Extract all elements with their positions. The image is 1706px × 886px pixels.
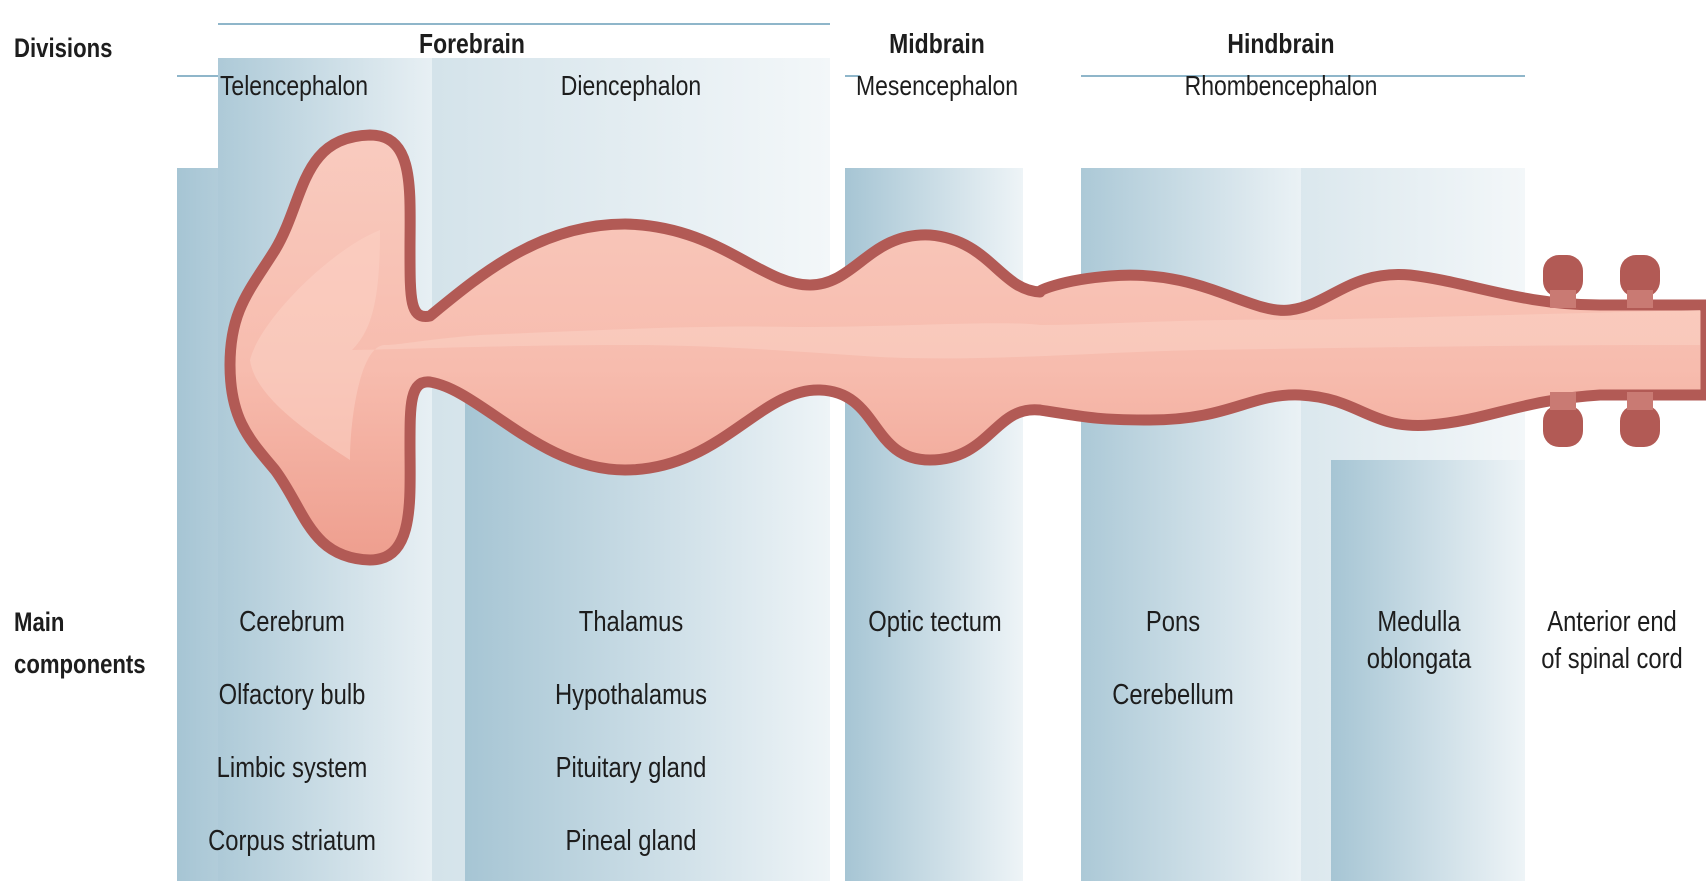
division-forebrain: Forebrain: [419, 28, 525, 60]
divisions-row-label: Divisions: [14, 30, 112, 66]
subdivision-rhombencephalon: Rhombencephalon: [1185, 70, 1378, 102]
subdivision-mesencephalon: Mesencephalon: [856, 70, 1018, 102]
component-pineal-gland: Pineal gland: [566, 823, 697, 859]
component-cerebrum: Cerebrum: [239, 604, 345, 640]
subdivision-telencephalon: Telencephalon: [220, 70, 368, 102]
division-midbrain: Midbrain: [889, 28, 985, 60]
component-pons: Pons: [1146, 604, 1200, 640]
component-spinal-cord-line1: Anterior end: [1547, 604, 1677, 640]
component-thalamus: Thalamus: [579, 604, 683, 640]
main-components-label-line2: components: [14, 646, 146, 682]
main-components-label-line1: Main: [14, 604, 64, 640]
component-corpus-striatum: Corpus striatum: [208, 823, 376, 859]
component-spinal-cord-line2: of spinal cord: [1541, 641, 1682, 677]
division-hindbrain: Hindbrain: [1227, 28, 1334, 60]
component-hypothalamus: Hypothalamus: [555, 677, 707, 713]
component-pituitary-gland: Pituitary gland: [556, 750, 707, 786]
subdivision-diencephalon: Diencephalon: [561, 70, 701, 102]
component-optic-tectum: Optic tectum: [868, 604, 1001, 640]
component-medulla-line2: oblongata: [1367, 641, 1471, 677]
component-cerebellum: Cerebellum: [1112, 677, 1234, 713]
component-limbic-system: Limbic system: [217, 750, 368, 786]
component-medulla-line1: Medulla: [1377, 604, 1460, 640]
component-olfactory-bulb: Olfactory bulb: [219, 677, 366, 713]
